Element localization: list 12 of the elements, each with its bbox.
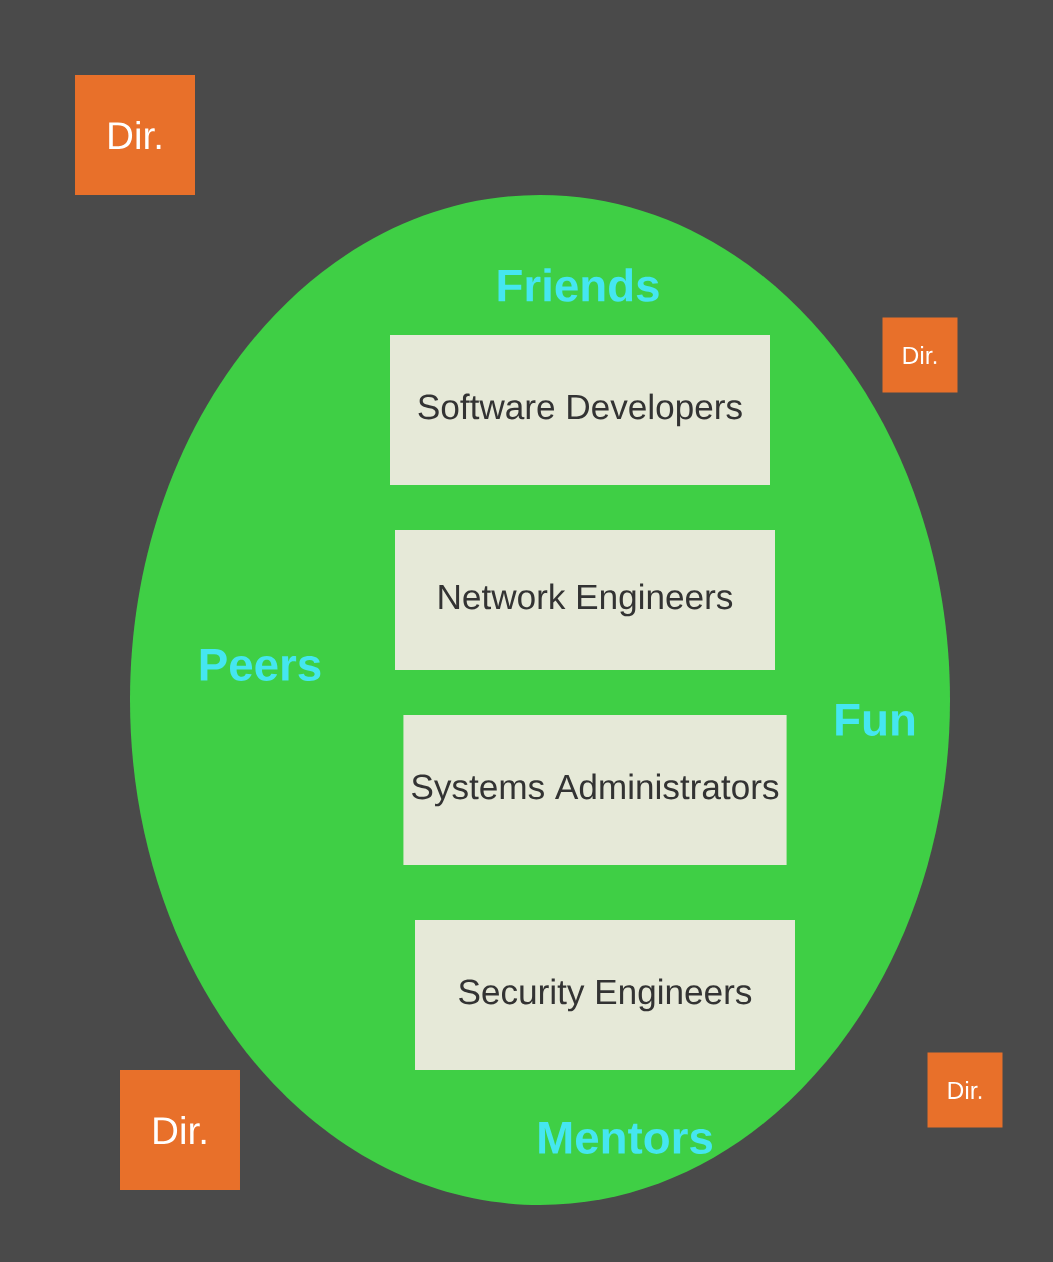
role-box: Systems Administrators — [403, 715, 787, 865]
role-box: Software Developers — [390, 335, 770, 485]
circle-label: Friends — [498, 268, 659, 302]
circle-label: Peers — [200, 649, 321, 681]
director-square: Dir. — [927, 1052, 1003, 1128]
circle-label: Mentors — [539, 1122, 712, 1154]
director-square: Dir. — [120, 1070, 240, 1190]
role-box: Network Engineers — [395, 530, 775, 670]
director-square: Dir. — [75, 75, 195, 195]
circle-label: Fun — [836, 704, 915, 736]
director-square: Dir. — [882, 317, 958, 393]
role-box: Security Engineers — [415, 920, 795, 1070]
